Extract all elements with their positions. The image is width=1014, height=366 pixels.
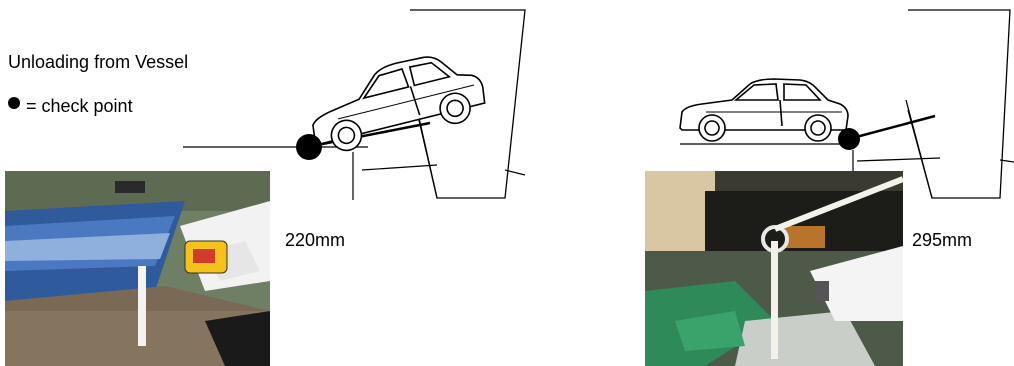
measurement-photo-left bbox=[5, 171, 270, 366]
car-left bbox=[301, 44, 489, 157]
measurement-value-left: 220mm bbox=[285, 230, 345, 251]
checkpoint-marker-left bbox=[296, 134, 322, 160]
checkpoint-marker-right bbox=[838, 128, 860, 150]
measurement-photo-right bbox=[645, 171, 903, 366]
car-right bbox=[680, 79, 848, 141]
measurement-value-right: 295mm bbox=[912, 230, 972, 251]
vessel-hull-right bbox=[857, 10, 1014, 198]
